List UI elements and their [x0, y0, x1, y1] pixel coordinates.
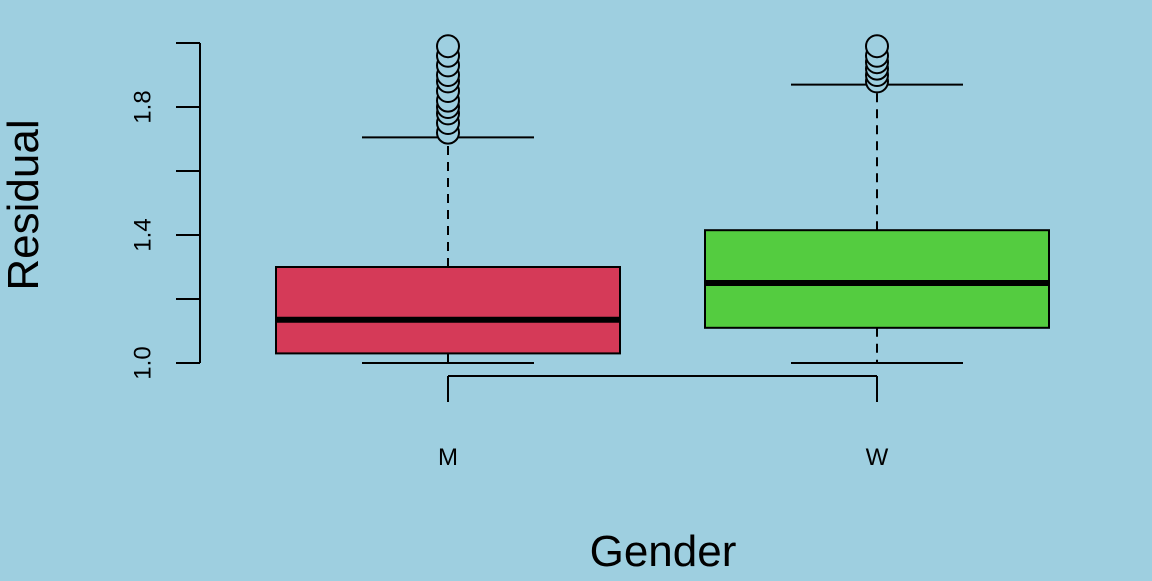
box-group-W [704, 34, 1050, 364]
y-tick-label: 1.0 [129, 346, 156, 379]
x-tick-label: W [866, 444, 889, 471]
box-group-M [275, 34, 621, 364]
y-tick-label: 1.4 [129, 218, 156, 251]
y-tick-label: 1.8 [129, 90, 156, 123]
box-iqr [704, 229, 1050, 329]
outlier-point [865, 34, 889, 59]
plot-layer [275, 34, 1050, 402]
x-axis-title: Gender [590, 527, 737, 576]
y-axis: 1.0 1.4 1.8 [129, 42, 201, 380]
outlier-point [436, 34, 460, 59]
box-iqr [275, 266, 621, 355]
y-axis-title: Residual [0, 119, 48, 290]
x-tick-label: M [438, 444, 458, 471]
